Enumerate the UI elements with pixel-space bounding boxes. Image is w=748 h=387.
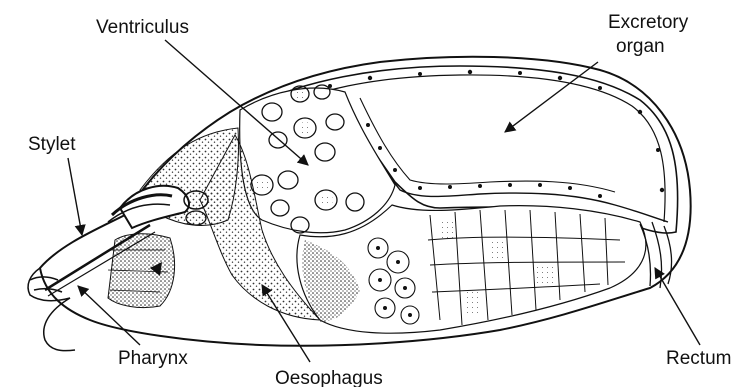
label-stylet: Stylet <box>28 134 76 155</box>
label-excretory-line1: Excretory <box>608 12 689 33</box>
label-ventriculus: Ventriculus <box>96 17 189 38</box>
label-pharynx: Pharynx <box>118 348 188 369</box>
label-rectum: Rectum <box>666 348 731 369</box>
label-oesophagus: Oesophagus <box>275 368 383 387</box>
label-excretory-line2: organ <box>616 36 665 57</box>
rectum-arrow <box>655 268 700 345</box>
stylet-arrow <box>68 158 82 235</box>
